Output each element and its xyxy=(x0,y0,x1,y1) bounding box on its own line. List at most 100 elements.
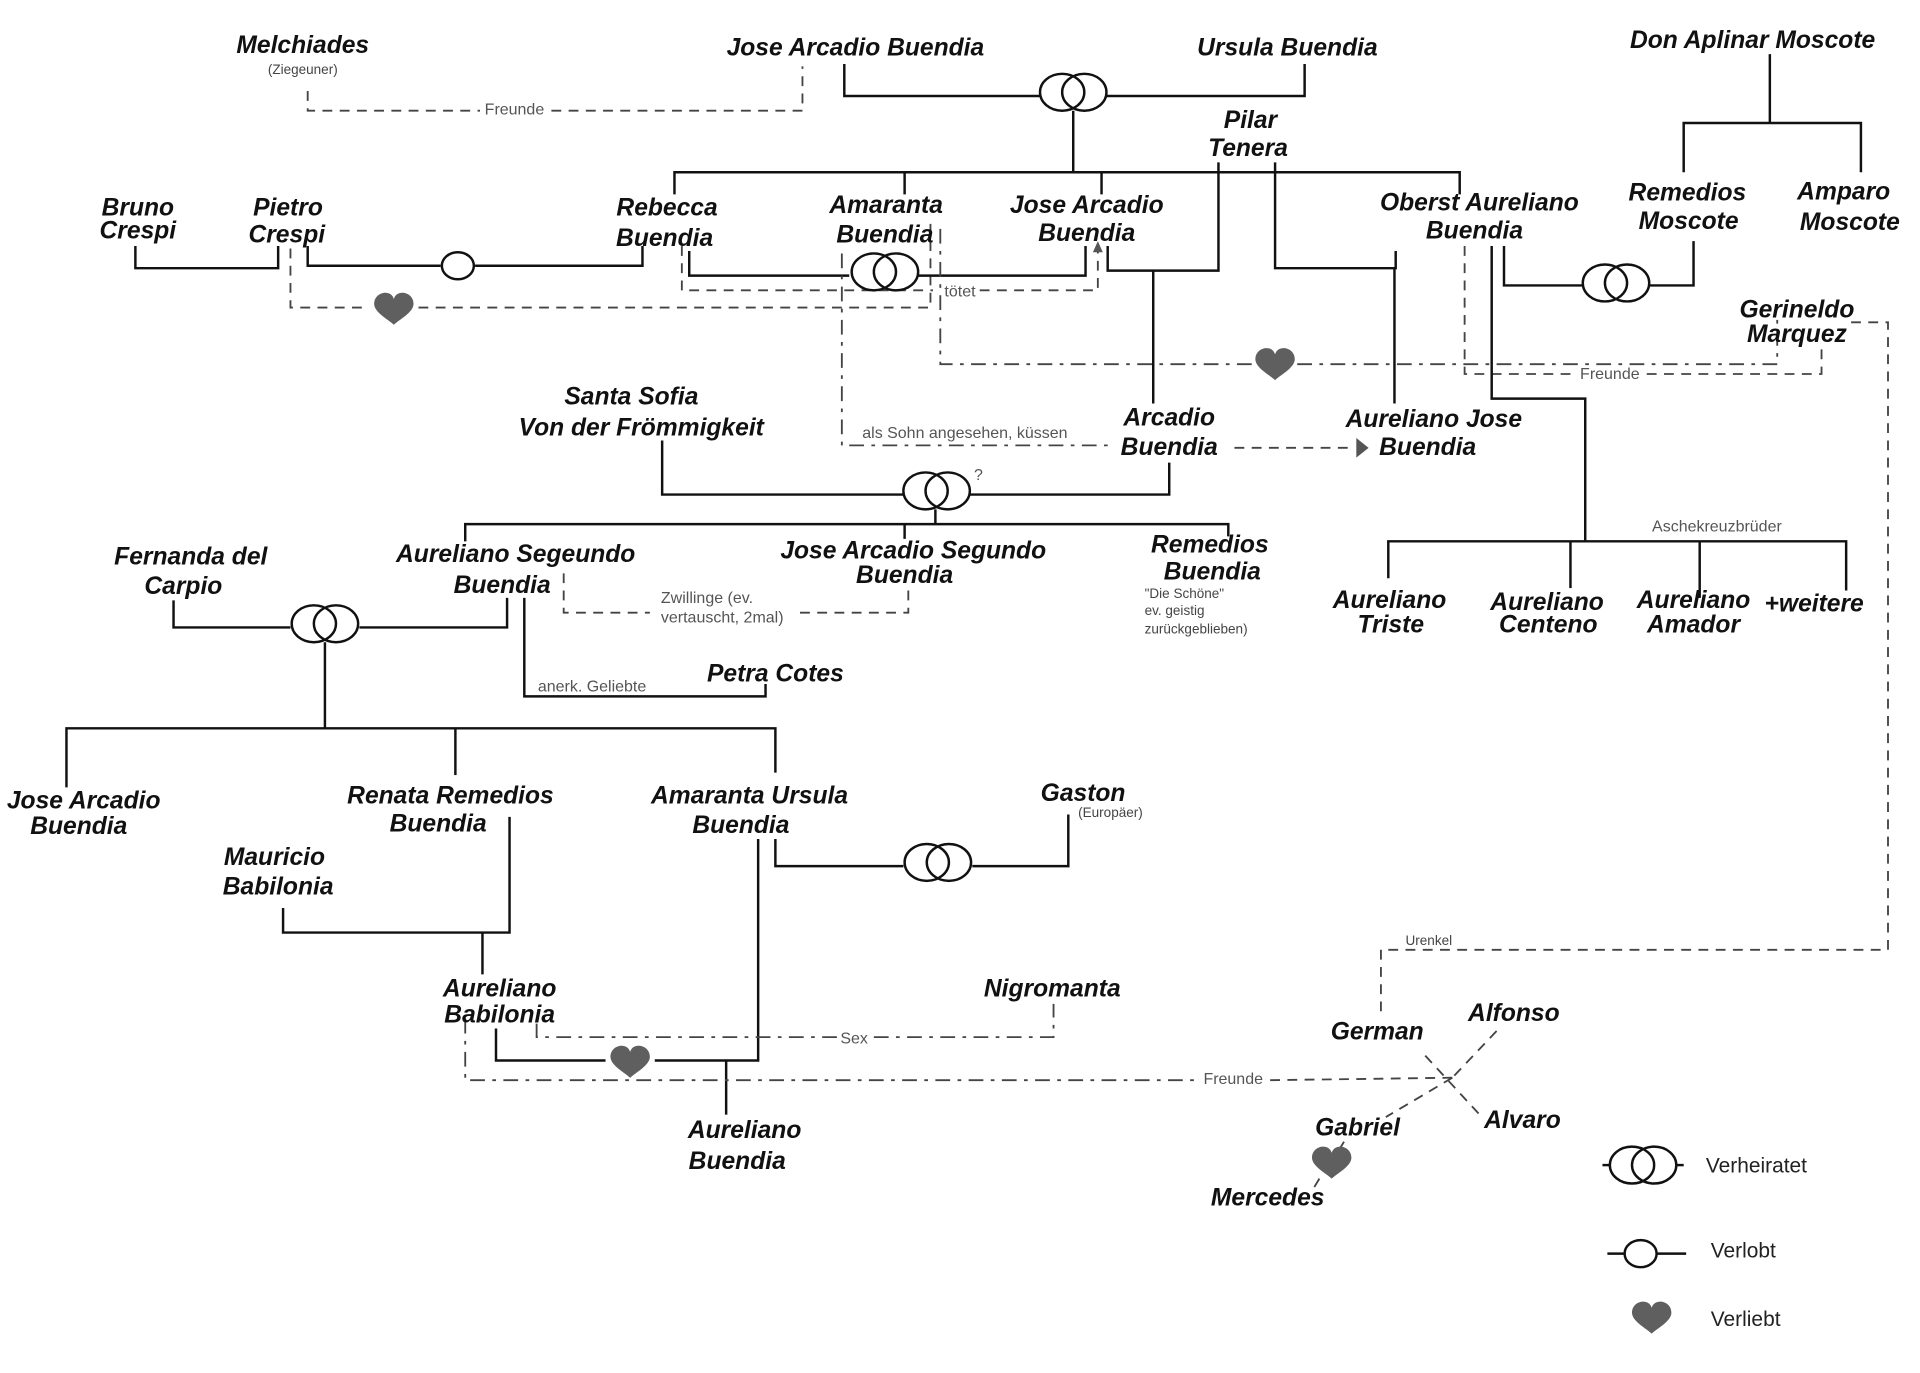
person-amador-line2[interactable]: Amador xyxy=(1646,611,1741,638)
person-note: zurückgeblieben) xyxy=(1145,622,1248,637)
person-triste-line2[interactable]: Triste xyxy=(1357,611,1424,638)
label-zwillinge: vertauscht, 2mal) xyxy=(661,610,784,627)
person-jose-arcadio-3-line2[interactable]: Buendia xyxy=(30,813,127,840)
person-gerineldo-line2[interactable]: Marquez xyxy=(1747,321,1848,348)
person-arcadio-line1[interactable]: Arcadio xyxy=(1122,405,1215,432)
person-pietro-line1[interactable]: Pietro xyxy=(253,194,323,221)
person-don-aplinar[interactable]: Don Aplinar Moscote xyxy=(1630,27,1875,54)
person-bruno-line2[interactable]: Crespi xyxy=(100,218,178,245)
person-amaranta-ursula-line1[interactable]: Amaranta Ursula xyxy=(650,782,848,809)
label-aschekreuzbrueder: Aschekreuzbrüder xyxy=(1652,518,1782,535)
person-note: (Ziegeuner) xyxy=(268,62,338,77)
person-amaranta-ursula-line2[interactable]: Buendia xyxy=(692,812,789,839)
person-melchiades[interactable]: Melchiades xyxy=(236,32,369,59)
person-jose-arcadio-segundo-line1[interactable]: Jose Arcadio Segundo xyxy=(780,538,1046,565)
person-petra-cotes[interactable]: Petra Cotes xyxy=(707,661,844,688)
person-santa-sofia-line2[interactable]: Von der Frömmigkeit xyxy=(519,415,766,442)
heart-icon xyxy=(1632,1301,1672,1334)
connector-lines xyxy=(65,54,1889,1192)
legend-label: Verliebt xyxy=(1711,1308,1781,1331)
person-aureliano-buendia-last-line1[interactable]: Aureliano xyxy=(687,1117,802,1144)
person-santa-sofia-line1[interactable]: Santa Sofia xyxy=(564,384,698,411)
person-note: (Europäer) xyxy=(1078,805,1143,820)
person-triste-line1[interactable]: Aureliano xyxy=(1332,587,1447,614)
person-aureliano-segeundo-line1[interactable]: Aureliano Segeundo xyxy=(395,541,635,568)
person-ursula[interactable]: Ursula Buendia xyxy=(1197,34,1378,61)
person-gaston[interactable]: Gaston xyxy=(1041,780,1126,807)
married-rings-icon xyxy=(903,842,973,883)
person-remedios-moscote-line2[interactable]: Moscote xyxy=(1639,208,1739,235)
person-jose-arcadio-buendia[interactable]: Jose Arcadio Buendia xyxy=(727,34,985,61)
person-oberst-line1[interactable]: Oberst Aureliano xyxy=(1380,189,1579,216)
person-oberst-line2[interactable]: Buendia xyxy=(1426,218,1523,245)
person-jose-arcadio-segundo-line2[interactable]: Buendia xyxy=(856,562,953,589)
person-arcadio-line2[interactable]: Buendia xyxy=(1121,434,1218,461)
person-aureliano-buendia-last-line2[interactable]: Buendia xyxy=(689,1148,786,1175)
person-names: Melchiades (Ziegeuner) Jose Arcadio Buen… xyxy=(7,27,1900,1212)
person-alfonso[interactable]: Alfonso xyxy=(1467,1000,1560,1027)
heart-icon xyxy=(1312,1146,1352,1179)
person-amparo-line2[interactable]: Moscote xyxy=(1800,209,1900,236)
engaged-ring-icon xyxy=(440,250,476,281)
heart-icon xyxy=(374,292,414,325)
person-amparo-line1[interactable]: Amparo xyxy=(1796,178,1890,205)
person-mauricio-line1[interactable]: Mauricio xyxy=(224,844,325,871)
label-als-sohn: als Sohn angesehen, küssen xyxy=(862,425,1067,442)
person-aureliano-segeundo-line2[interactable]: Buendia xyxy=(454,572,551,599)
label-freunde: Freunde xyxy=(1203,1071,1263,1088)
person-pietro-line2[interactable]: Crespi xyxy=(248,221,326,248)
married-rings-icon xyxy=(290,604,360,644)
person-renata-line1[interactable]: Renata Remedios xyxy=(347,782,554,809)
person-mercedes[interactable]: Mercedes xyxy=(1211,1185,1325,1212)
married-rings-icon xyxy=(902,471,972,511)
person-renata-line2[interactable]: Buendia xyxy=(390,811,487,838)
relation-labels: Freunde tötet als Sohn angesehen, küssen… xyxy=(485,101,1783,1087)
married-rings-icon xyxy=(850,252,920,292)
person-centeno-line2[interactable]: Centeno xyxy=(1499,611,1597,638)
person-aureliano-jose-line1[interactable]: Aureliano Jose xyxy=(1345,406,1522,433)
person-remedios-buendia-line2[interactable]: Buendia xyxy=(1164,558,1261,585)
person-jose-arcadio-line2[interactable]: Buendia xyxy=(1038,220,1135,247)
person-german[interactable]: German xyxy=(1331,1019,1424,1046)
person-nigromanta[interactable]: Nigromanta xyxy=(984,976,1121,1003)
heart-icon xyxy=(610,1045,650,1078)
person-gabriel[interactable]: Gabriel xyxy=(1315,1115,1401,1142)
label-zwillinge: Zwillinge (ev. xyxy=(661,590,753,607)
person-fernanda-line1[interactable]: Fernanda del xyxy=(114,544,268,571)
person-bruno-line1[interactable]: Bruno xyxy=(102,194,174,221)
married-rings-icon xyxy=(1608,1145,1678,1185)
heart-icon xyxy=(1255,348,1295,381)
married-rings-icon xyxy=(1038,72,1108,112)
legend: Verheiratet Verlobt Verliebt xyxy=(1602,1145,1807,1334)
legend-item-married: Verheiratet xyxy=(1602,1145,1807,1185)
person-amaranta-line1[interactable]: Amaranta xyxy=(828,192,943,219)
person-alvaro[interactable]: Alvaro xyxy=(1483,1107,1561,1134)
person-gerineldo-line1[interactable]: Gerineldo xyxy=(1739,296,1854,323)
person-amaranta-line2[interactable]: Buendia xyxy=(836,221,933,248)
label-urenkel: Urenkel xyxy=(1406,933,1453,948)
person-aureliano-babilonia-line2[interactable]: Babilonia xyxy=(444,1001,555,1028)
person-aureliano-babilonia-line1[interactable]: Aureliano xyxy=(442,976,557,1003)
person-rebecca-line1[interactable]: Rebecca xyxy=(616,194,717,221)
person-amador-line1[interactable]: Aureliano xyxy=(1636,587,1751,614)
label-freunde: Freunde xyxy=(1580,366,1640,383)
person-fernanda-line2[interactable]: Carpio xyxy=(144,573,222,600)
label-sex: Sex xyxy=(840,1030,868,1047)
label-question: ? xyxy=(974,467,983,484)
person-remedios-buendia-line1[interactable]: Remedios xyxy=(1151,531,1269,558)
person-remedios-moscote-line1[interactable]: Remedios xyxy=(1629,180,1747,207)
label-freunde: Freunde xyxy=(485,101,545,118)
person-jose-arcadio-line1[interactable]: Jose Arcadio xyxy=(1010,192,1164,219)
person-centeno-line1[interactable]: Aureliano xyxy=(1489,589,1604,616)
person-weitere[interactable]: +weitere xyxy=(1765,590,1864,617)
legend-item-in-love: Verliebt xyxy=(1632,1301,1781,1334)
person-rebecca-line2[interactable]: Buendia xyxy=(616,225,713,252)
person-jose-arcadio-3-line1[interactable]: Jose Arcadio xyxy=(7,787,161,814)
person-mauricio-line2[interactable]: Babilonia xyxy=(223,873,334,900)
person-note: "Die Schöne" xyxy=(1145,586,1225,601)
engaged-ring-icon xyxy=(1623,1238,1658,1269)
person-pilar-line1[interactable]: Pilar xyxy=(1224,107,1279,134)
person-pilar-line2[interactable]: Tenera xyxy=(1208,135,1288,162)
person-aureliano-jose-line2[interactable]: Buendia xyxy=(1379,434,1476,461)
